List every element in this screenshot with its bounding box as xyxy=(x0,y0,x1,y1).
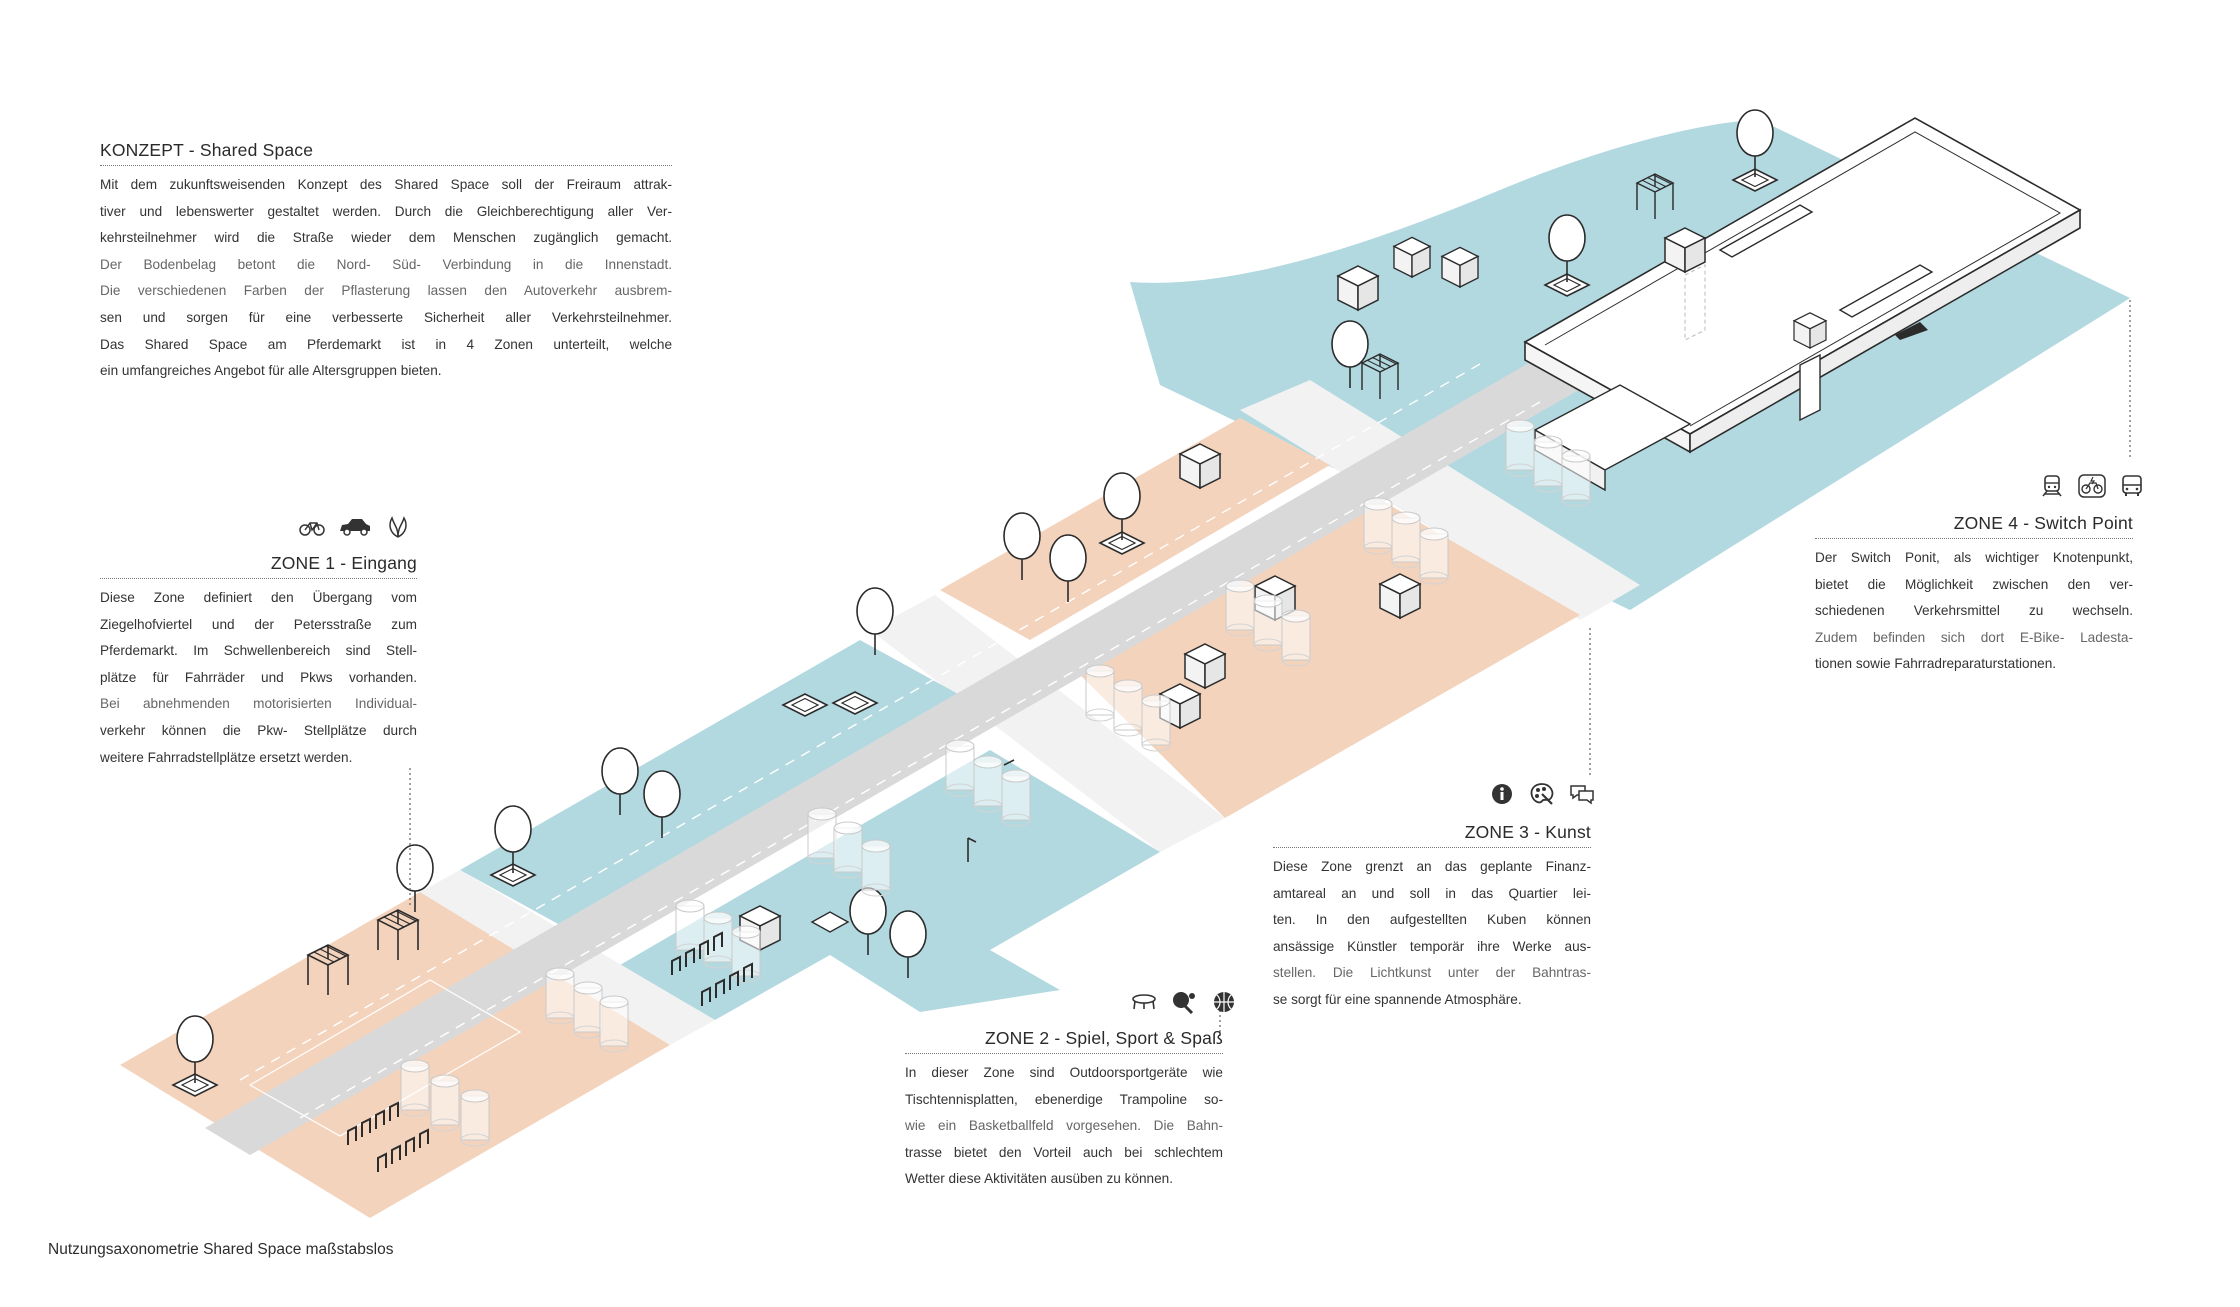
crossing-2-3 xyxy=(870,595,1225,852)
rail-bridge xyxy=(1523,117,2082,492)
zone2-ground-upper xyxy=(460,640,960,925)
table-tennis-icon xyxy=(1173,992,1195,1014)
train-icon xyxy=(2042,475,2062,497)
zone4-title: ZONE 4 - Switch Point xyxy=(1815,513,2133,539)
zone1-block: ZONE 1 - Eingang Diese Zone definiert de… xyxy=(100,553,417,771)
zone1-text: Diese Zone definiert den Übergang vom Zi… xyxy=(100,590,417,765)
zone3-block: ZONE 3 - Kunst Diese Zone grenzt an das … xyxy=(1273,822,1591,1014)
bicycle-icon xyxy=(299,522,325,536)
konzept-title: KONZEPT - Shared Space xyxy=(100,140,672,166)
zone4-block: ZONE 4 - Switch Point Der Switch Ponit, … xyxy=(1815,513,2133,678)
zone2-title: ZONE 2 - Spiel, Sport & Spaß xyxy=(905,1028,1223,1054)
road-strip xyxy=(205,345,1610,1155)
basketball-icon xyxy=(1214,992,1234,1012)
info-icon xyxy=(1492,784,1512,804)
konzept-block: KONZEPT - Shared Space Mit dem zukunftsw… xyxy=(100,140,672,385)
trampoline-icon xyxy=(1132,994,1156,1010)
drawing-caption: Nutzungsaxonometrie Shared Space maßstab… xyxy=(48,1241,394,1258)
leaf-icon xyxy=(389,516,407,538)
zone1-icons xyxy=(298,515,412,539)
zone4-ground-lower xyxy=(1280,298,2130,610)
zone2-text: In dieser Zone sind Outdoorsportgeräte w… xyxy=(905,1065,1223,1187)
konzept-text: Mit dem zukunftsweisenden Konzept des Sh… xyxy=(100,177,672,379)
zone2-block: ZONE 2 - Spiel, Sport & Spaß In dieser Z… xyxy=(905,1028,1223,1193)
zone3-ground-lower xyxy=(1060,485,1580,818)
zone1-title: ZONE 1 - Eingang xyxy=(100,553,417,579)
zone2-icons xyxy=(1130,990,1238,1014)
zone4-icons xyxy=(2038,474,2146,498)
zone3-icons xyxy=(1488,782,1596,806)
zone3-ground-upper xyxy=(940,418,1330,640)
e-bike-icon xyxy=(2078,474,2106,498)
zone3-title: ZONE 3 - Kunst xyxy=(1273,822,1591,848)
zone4-text: Der Switch Ponit, als wichtiger Knotenpu… xyxy=(1815,550,2133,672)
chat-icon xyxy=(1570,785,1594,805)
palette-icon xyxy=(1530,783,1554,805)
car-icon xyxy=(340,519,370,536)
zone3-text: Diese Zone grenzt an das geplante Finanz… xyxy=(1273,859,1591,1007)
crossing-3-4 xyxy=(1240,380,1640,620)
bus-icon xyxy=(2122,475,2142,496)
